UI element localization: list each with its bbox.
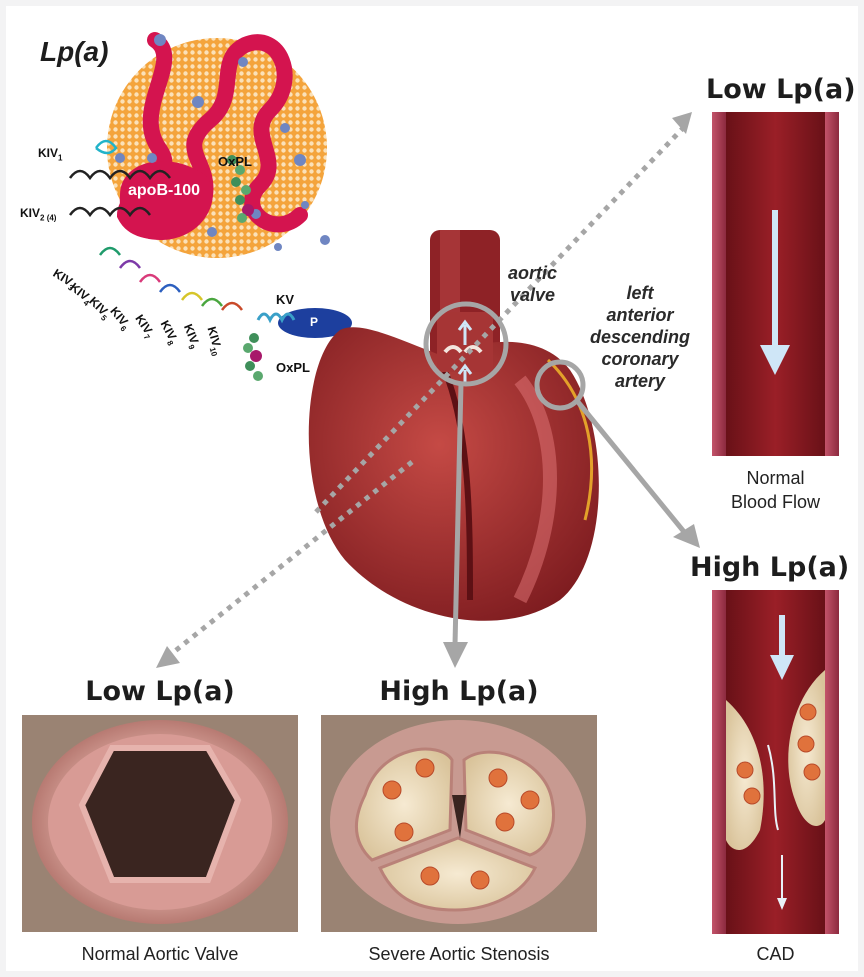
high-valve-heading: High Lp(a) bbox=[321, 676, 597, 707]
kringle-label: KIV2 (4) bbox=[20, 206, 56, 222]
kringle-label: KIV1 bbox=[38, 146, 62, 162]
oxpl-molecule-bottom bbox=[243, 333, 263, 381]
low-valve-heading: Low Lp(a) bbox=[22, 676, 298, 707]
low-vessel-caption: Normal Blood Flow bbox=[712, 466, 839, 514]
oxpl-bottom-label: OxPL bbox=[276, 360, 310, 375]
vessel-cad bbox=[712, 590, 839, 934]
aortic-valve-label: aortic valve bbox=[508, 262, 557, 306]
valve-stenosis bbox=[321, 715, 597, 932]
apob-label: apoB-100 bbox=[128, 182, 200, 200]
oxpl-top-label: OxPL bbox=[218, 154, 252, 169]
p-label: P bbox=[310, 315, 318, 329]
kv-label: KV bbox=[276, 292, 294, 307]
low-vessel-heading: Low Lp(a) bbox=[706, 74, 856, 105]
lad-label: left anterior descending coronary artery bbox=[590, 282, 690, 392]
low-valve-caption: Normal Aortic Valve bbox=[22, 944, 298, 965]
high-valve-caption: Severe Aortic Stenosis bbox=[321, 944, 597, 965]
high-vessel-heading: High Lp(a) bbox=[690, 552, 849, 583]
high-vessel-caption: CAD bbox=[712, 944, 839, 965]
lpa-title: Lp(a) bbox=[40, 36, 108, 68]
vessel-normal bbox=[712, 112, 839, 456]
valve-normal bbox=[22, 715, 298, 932]
